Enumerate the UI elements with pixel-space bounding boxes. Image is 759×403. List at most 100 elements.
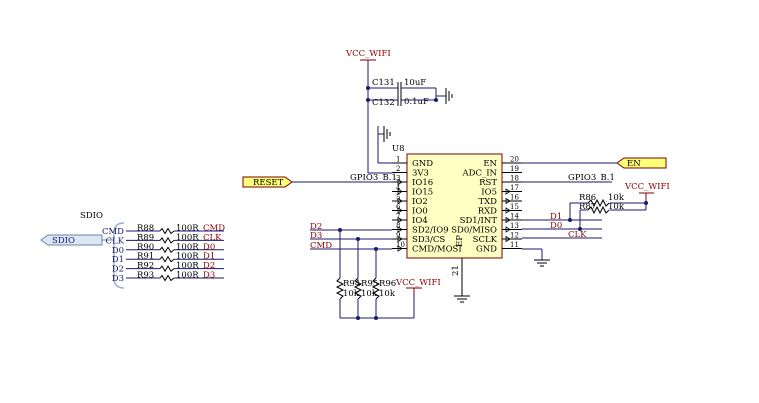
pin-number: 19 — [510, 165, 519, 173]
pin1-ground — [377, 126, 392, 164]
pin-number: 12 — [510, 232, 519, 240]
r87-value: 10k — [608, 202, 625, 212]
en-port: EN — [522, 157, 667, 169]
chip-left-pin: 7 IO4 — [392, 213, 428, 226]
ground-icon — [454, 295, 470, 303]
cmd-net-label: CMD — [310, 241, 332, 251]
pin-number: 8 — [396, 222, 400, 230]
gpio3-right-label: GPIO3_B.1 — [568, 173, 615, 183]
c131-ref: C131 — [372, 78, 395, 88]
junction-dot — [374, 316, 378, 320]
sdio-signal-label: D2 — [112, 265, 124, 275]
c131-value: 10uF — [404, 78, 426, 88]
pin-name: GND — [476, 245, 497, 255]
sdio-net-label: CMD — [203, 224, 225, 234]
d0-net-label: D0 — [550, 221, 562, 231]
reset-port-label: RESET — [253, 178, 284, 188]
pin-number: 18 — [510, 175, 519, 183]
d3-net-label: D3 — [310, 231, 322, 241]
pin-number: 9 — [396, 232, 400, 240]
ground-icon — [534, 259, 550, 267]
sdio-signal-label: CLK — [106, 236, 125, 246]
pin-number: 14 — [510, 213, 519, 221]
right-pullups: VCC_WIFI R86 10k R87 10k D1 D0 CLK — [522, 182, 670, 240]
vcc-wifi-bottom-label: VCC_WIFI — [395, 278, 441, 288]
sdio-signal-label: D3 — [112, 274, 124, 284]
pin-number: 15 — [510, 203, 519, 211]
sdio-net-label: D1 — [203, 252, 215, 262]
left-sd-nets: D2 D3 CMD R94 10k R95 10k R96 10k VCC_WI… — [310, 222, 441, 320]
junction-dot — [644, 201, 648, 205]
r94-resistor-icon — [335, 277, 345, 300]
pin-name: IO5 — [481, 188, 497, 198]
r96-resistor-icon — [371, 277, 381, 300]
sdio-resistor-value: 100R — [176, 242, 199, 252]
sdio-net-label: D2 — [203, 261, 215, 271]
chip-right-pin: 18 RST — [479, 175, 522, 188]
sdio-net-label: D0 — [203, 242, 215, 252]
pin-name: GND — [412, 159, 433, 169]
sdio-resistor-ref: R92 — [137, 261, 154, 271]
c132-ref: C132 — [372, 98, 395, 108]
d2-net-label: D2 — [310, 222, 322, 232]
sdio-net-label: D3 — [203, 271, 215, 281]
sdio-signal-label: D0 — [112, 246, 124, 256]
pin-number: 7 — [396, 213, 400, 221]
r87-ref: R87 — [579, 202, 596, 212]
resistor-icon — [159, 227, 175, 235]
pin-name: RST — [479, 178, 497, 188]
vcc-wifi-right-label: VCC_WIFI — [624, 182, 670, 192]
pin-name: IO4 — [412, 216, 428, 226]
junction-dot — [366, 98, 370, 102]
r96-value: 10k — [379, 289, 396, 299]
r95-value: 10k — [361, 289, 378, 299]
pin-number: 3 — [396, 175, 400, 183]
sdio-resistor-value: 100R — [176, 233, 199, 243]
r94-ref: R94 — [343, 279, 360, 289]
pin-number: 4 — [396, 184, 401, 192]
sdio-signal-label: D1 — [112, 255, 124, 265]
r86-ref: R86 — [579, 193, 596, 203]
sdio-bus-bracket — [113, 222, 125, 289]
sdio-port-label: SDIO — [52, 236, 75, 246]
c132-value: 0.1uF — [404, 97, 429, 107]
resistor-icon — [159, 274, 175, 282]
junction-dot — [434, 98, 438, 102]
sdio-resistor-value: 100R — [176, 224, 199, 234]
pin-number: 1 — [396, 156, 400, 164]
sdio-resistor-ref: R88 — [137, 224, 154, 234]
pin-number: 10 — [396, 241, 405, 249]
pin-name: SCLK — [473, 235, 498, 245]
r87-resistor-icon — [587, 205, 610, 215]
sdio-resistor-value: 100R — [176, 271, 199, 281]
chip-left-pin: 1 GND — [392, 156, 433, 169]
r95-ref: R95 — [361, 279, 378, 289]
pin-number: 2 — [396, 165, 400, 173]
top-power-section: VCC_WIFI C131 10uF C132 0.1uF — [345, 49, 453, 174]
sdio-resistor-value: 100R — [176, 252, 199, 262]
pin-name: IO2 — [412, 197, 428, 207]
sdio-net-label: CLK — [203, 233, 222, 243]
clk-net-label: CLK — [568, 230, 587, 240]
pin-name: CMD/MOSI — [412, 245, 462, 255]
d1-net-label: D1 — [550, 212, 562, 222]
sdio-bus-title: SDIO — [80, 211, 103, 221]
chip-right-pin: 12 SCLK — [473, 232, 522, 245]
resistor-icon — [159, 246, 175, 254]
junction-dot — [366, 86, 370, 90]
